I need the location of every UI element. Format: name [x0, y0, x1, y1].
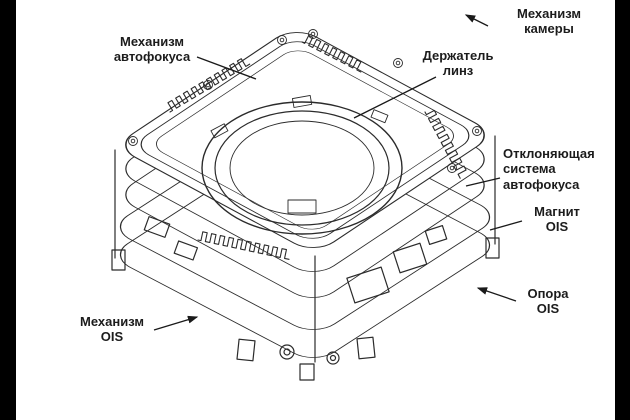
spring-upper-left	[167, 58, 251, 113]
leader-ois-support	[476, 287, 517, 302]
ois-magnet-blocks	[143, 216, 448, 304]
label-ois-magnet: Магнит OIS	[534, 204, 580, 235]
leader-lines	[153, 14, 523, 331]
ois-support-feet	[111, 237, 500, 381]
corner-screws	[128, 29, 482, 173]
inner-base-detail	[287, 199, 317, 214]
spring-right	[424, 109, 467, 179]
label-af-deflection-system: Отклоняющая система автофокуса	[503, 146, 595, 192]
leader-lens-holder	[353, 76, 437, 119]
leader-ois-magnet	[489, 220, 523, 231]
spring-lower-left	[197, 231, 290, 260]
label-ois-support: Опора OIS	[527, 286, 569, 317]
plate-tabs	[210, 95, 389, 139]
ois-body-layers	[108, 49, 502, 381]
lens-holder-rings	[201, 101, 403, 235]
label-camera-mechanism: Механизм камеры	[517, 6, 581, 37]
spring-top	[301, 34, 362, 73]
label-autofocus-mechanism: Механизм автофокуса	[113, 34, 191, 65]
leader-af-deflection	[465, 177, 501, 187]
label-lens-holder: Держатель линз	[422, 48, 494, 79]
leader-camera-mechanism	[464, 14, 489, 27]
spring-contacts	[167, 34, 467, 260]
label-ois-mechanism: Механизм OIS	[80, 314, 144, 345]
leader-ois-mechanism	[153, 315, 199, 331]
leader-autofocus-mechanism	[196, 56, 257, 80]
